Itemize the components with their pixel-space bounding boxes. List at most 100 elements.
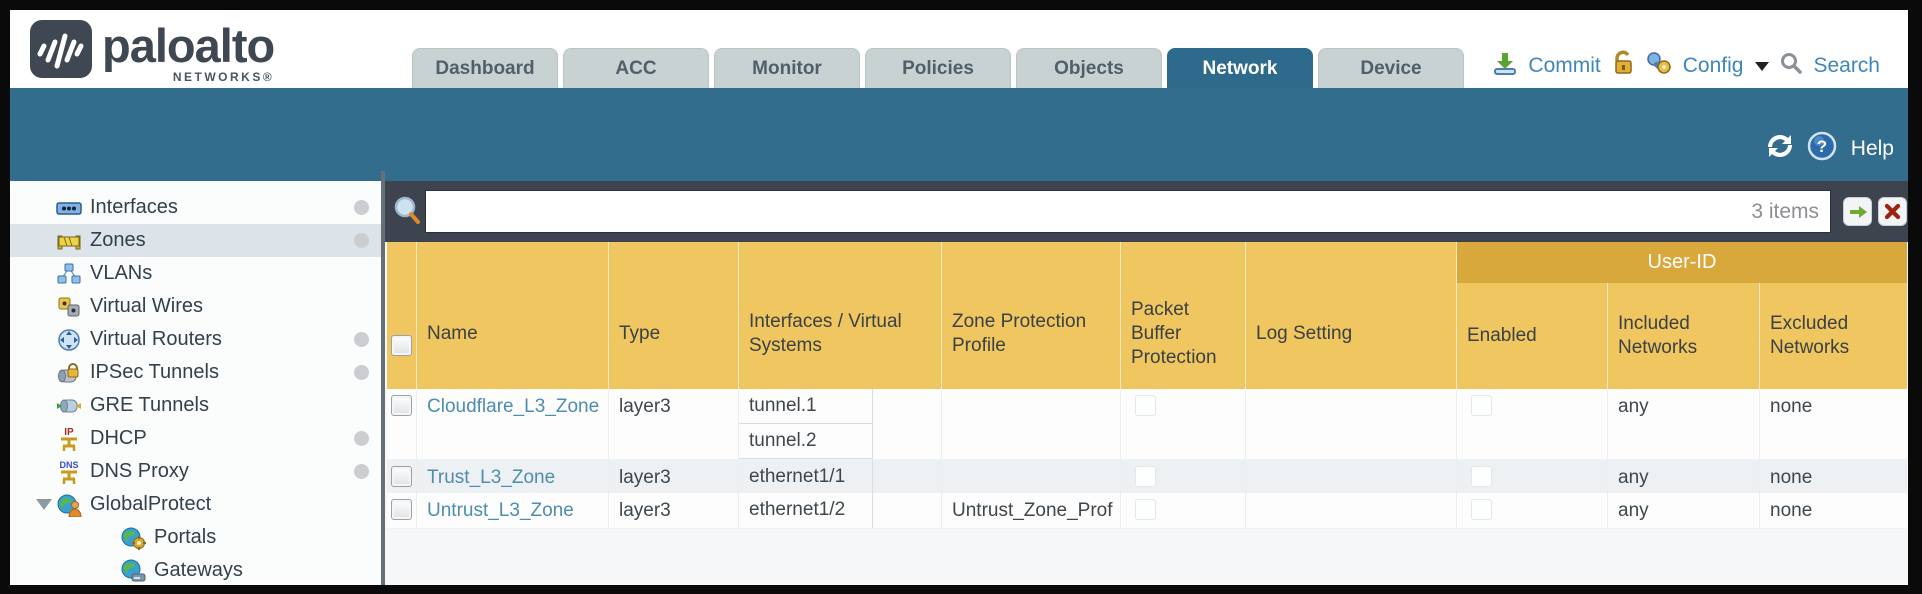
teal-band: ? Help <box>10 88 1908 181</box>
tab-monitor[interactable]: Monitor <box>714 48 860 88</box>
status-dot <box>354 233 369 248</box>
filter-band: 3 items <box>385 181 1908 242</box>
column-header-packet-buffer-protection[interactable]: Packet Buffer Protection <box>1121 242 1246 389</box>
ipsec-tunnels-icon <box>56 361 82 385</box>
interface-cell: ethernet1/2 <box>739 493 873 528</box>
dns-proxy-icon: DNS <box>56 460 82 484</box>
tab-acc[interactable]: ACC <box>563 48 709 88</box>
brand-sub: NETWORKS® <box>172 70 275 84</box>
paloalto-logo: paloalto NETWORKS® <box>30 19 275 84</box>
user-id-enabled-checkbox[interactable] <box>1471 466 1492 487</box>
sidebar-item-virtual-wires[interactable]: Virtual Wires <box>10 290 381 323</box>
gre-tunnels-icon <box>56 394 82 418</box>
sidebar-item-gre-tunnels[interactable]: GRE Tunnels <box>10 389 381 422</box>
commit-button[interactable]: Commit <box>1528 54 1601 77</box>
network-sidebar: Interfaces Zones <box>10 181 381 585</box>
table-body: Cloudflare_L3_Zone layer3 tunnel.1 tunne… <box>387 389 1907 529</box>
config-icon[interactable] <box>1645 50 1673 82</box>
status-dot <box>354 431 369 446</box>
main-tabs: Dashboard ACC Monitor Policies Objects N… <box>412 48 1469 88</box>
header-actions: Commit Config <box>1492 50 1880 82</box>
select-all-checkbox[interactable] <box>391 335 412 356</box>
sidebar-item-vlans[interactable]: VLANs <box>10 257 381 290</box>
svg-text:DNS: DNS <box>59 460 78 470</box>
table-row[interactable]: Trust_L3_Zone layer3 ethernet1/1 any non… <box>387 460 1907 494</box>
packet-buffer-protection-checkbox[interactable] <box>1135 395 1156 416</box>
packet-buffer-protection-checkbox[interactable] <box>1135 499 1156 520</box>
dhcp-icon: IP <box>56 427 82 451</box>
user-id-enabled-checkbox[interactable] <box>1471 395 1492 416</box>
refresh-icon[interactable] <box>1767 134 1793 164</box>
clear-filter-button[interactable] <box>1878 197 1907 226</box>
sidebar-item-ipsec-tunnels[interactable]: IPSec Tunnels <box>10 356 381 389</box>
table-header: User-ID Name Type Interfaces / Virtual S… <box>387 242 1907 389</box>
interfaces-icon <box>56 196 82 220</box>
sidebar-item-zones[interactable]: Zones <box>10 224 381 257</box>
interface-cell: ethernet1/1 <box>739 460 873 494</box>
tab-device[interactable]: Device <box>1318 48 1464 88</box>
user-id-group-header: User-ID <box>1457 242 1907 283</box>
zones-content: 3 items User-ID Name Type Interfaces / V… <box>385 181 1908 585</box>
column-header-enabled[interactable]: Enabled <box>1457 283 1608 389</box>
expand-triangle-icon[interactable] <box>36 499 52 510</box>
column-header-name[interactable]: Name <box>417 242 609 389</box>
packet-buffer-protection-checkbox[interactable] <box>1135 466 1156 487</box>
table-row[interactable]: Untrust_L3_Zone layer3 ethernet1/2 Untru… <box>387 493 1907 529</box>
lock-icon[interactable] <box>1611 50 1635 82</box>
column-header-included-networks[interactable]: Included Networks <box>1608 283 1760 389</box>
top-header: paloalto NETWORKS® Dashboard ACC Monitor… <box>10 10 1908 88</box>
sidebar-item-gateways[interactable]: Gateways <box>10 554 381 585</box>
sidebar-item-dns-proxy[interactable]: DNS DNS Proxy <box>10 455 381 488</box>
row-select-checkbox[interactable] <box>391 395 412 416</box>
tab-objects[interactable]: Objects <box>1016 48 1162 88</box>
search-button[interactable]: Search <box>1813 54 1880 77</box>
svg-text:?: ? <box>1817 137 1827 156</box>
config-caret-icon[interactable] <box>1755 61 1770 71</box>
zones-icon <box>56 229 82 253</box>
globalprotect-icon <box>56 493 82 517</box>
sidebar-item-portals[interactable]: Portals <box>10 521 381 554</box>
zone-name-link[interactable]: Cloudflare_L3_Zone <box>427 396 600 417</box>
column-header-type[interactable]: Type <box>609 242 739 389</box>
filter-search-icon <box>392 195 422 232</box>
apply-filter-button[interactable] <box>1843 197 1872 226</box>
status-dot <box>354 200 369 215</box>
help-icon[interactable]: ? <box>1807 131 1837 167</box>
column-header-excluded-networks[interactable]: Excluded Networks <box>1770 313 1850 358</box>
sidebar-item-virtual-routers[interactable]: Virtual Routers <box>10 323 381 356</box>
paloalto-logo-icon <box>30 20 92 78</box>
row-select-checkbox[interactable] <box>391 499 412 520</box>
sidebar-item-dhcp[interactable]: IP DHCP <box>10 422 381 455</box>
sidebar-item-interfaces[interactable]: Interfaces <box>10 191 381 224</box>
brand-name: paloalto <box>102 19 275 72</box>
tab-policies[interactable]: Policies <box>865 48 1011 88</box>
row-select-checkbox[interactable] <box>391 466 412 487</box>
interface-cell: tunnel.2 <box>739 424 873 459</box>
column-header-log-setting[interactable]: Log Setting <box>1246 242 1457 389</box>
sidebar-divider <box>381 171 385 585</box>
config-button[interactable]: Config <box>1682 54 1744 77</box>
status-dot <box>354 464 369 479</box>
search-icon[interactable] <box>1779 51 1803 81</box>
commit-icon[interactable] <box>1492 50 1518 82</box>
help-label[interactable]: Help <box>1850 137 1894 160</box>
sidebar-item-globalprotect[interactable]: GlobalProtect <box>10 488 381 521</box>
virtual-routers-icon <box>56 328 82 352</box>
portals-icon <box>120 526 146 550</box>
tab-network[interactable]: Network <box>1167 48 1313 88</box>
gateways-icon <box>120 559 146 583</box>
status-dot <box>354 332 369 347</box>
svg-text:IP: IP <box>64 427 74 438</box>
column-header-zone-protection-profile[interactable]: Zone Protection Profile <box>942 242 1121 389</box>
table-row[interactable]: Cloudflare_L3_Zone layer3 tunnel.1 tunne… <box>387 389 1907 460</box>
column-header-interfaces[interactable]: Interfaces / Virtual Systems <box>739 242 942 389</box>
filter-input[interactable] <box>425 190 1831 233</box>
user-id-enabled-checkbox[interactable] <box>1471 499 1492 520</box>
zone-name-link[interactable]: Untrust_L3_Zone <box>427 500 574 521</box>
tab-dashboard[interactable]: Dashboard <box>412 48 558 88</box>
zone-name-link[interactable]: Trust_L3_Zone <box>427 467 556 488</box>
vlans-icon <box>56 262 82 286</box>
status-dot <box>354 365 369 380</box>
interface-cell: tunnel.1 <box>739 389 873 424</box>
